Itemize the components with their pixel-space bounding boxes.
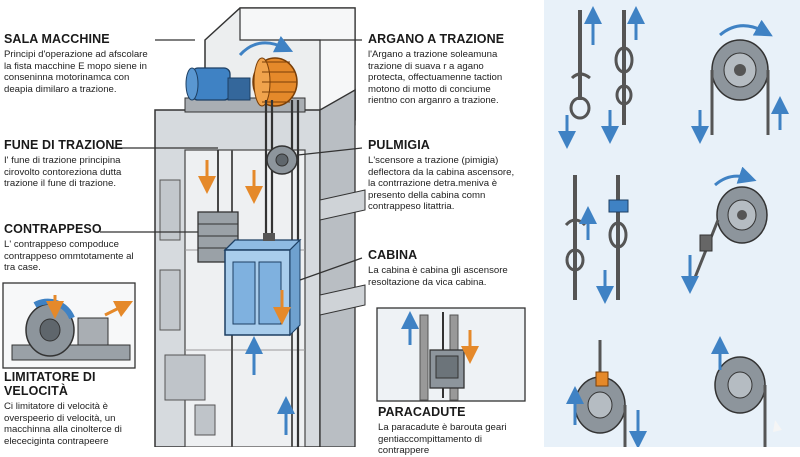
rope-hook-illustration-3 — [564, 175, 629, 304]
callout-title: PULMIGIA — [368, 138, 430, 152]
callout-title: FUNE DI TRAZIONE — [4, 138, 123, 152]
blue-arrows — [245, 336, 295, 435]
callout-text: L' contrappeso compoduce contrappeso omm… — [4, 239, 134, 274]
callout-text: La paracadute è barouta geari gentiaccom… — [378, 422, 507, 457]
pulley-illustration-3 — [566, 340, 647, 447]
callout-title: CONTRAPPESO — [4, 222, 102, 236]
elevator-diagram — [2, 0, 800, 447]
callout-paracadute: PARACADUTE La paracadute è barouta geari… — [378, 405, 528, 457]
deflector-pulley — [266, 145, 298, 175]
pulley-illustration-2 — [681, 166, 768, 294]
traction-machine — [184, 35, 306, 113]
callout-text: Ci limitatore di velocità è overspeerio … — [4, 401, 122, 447]
callout-title: PARACADUTE — [378, 405, 466, 419]
callout-fune-di-trazione: FUNE DI TRAZIONE I' fune di trazione pri… — [4, 138, 154, 190]
callout-text: L'scensore a trazione (pimigia) deflecto… — [368, 155, 515, 213]
callout-title: CABINA — [368, 248, 418, 262]
safety-gear-inset — [376, 307, 526, 402]
rope-hook-illustration-2 — [601, 6, 645, 144]
callout-title: LIMITATORE DI VELOCITÀ — [4, 370, 96, 398]
callout-title: ARGANO A TRAZIONE — [368, 32, 505, 46]
pulley-illustration-1 — [691, 19, 789, 144]
callout-cabina: CABINA La cabina è cabina gli ascensore … — [368, 248, 518, 288]
elevator-cabin — [223, 233, 302, 337]
callout-text: I' fune di trazione principina cirovolto… — [4, 155, 122, 190]
callout-sala-macchine: SALA MACCHINE Principi d'operazione ad a… — [4, 32, 154, 95]
pulley-illustration-4 — [711, 336, 782, 447]
callout-pulmigia: PULMIGIA L'scensore a trazione (pimigia)… — [368, 138, 518, 213]
callout-argano-a-trazione: ARGANO A TRAZIONE l'Argano a trazione so… — [368, 32, 518, 107]
leader-lines — [100, 39, 363, 281]
callout-text: Principi d'operazione ad afscolare la fi… — [4, 49, 148, 95]
callout-limitatore-di-velocita: LIMITATORE DI VELOCITÀ Ci limitatore di … — [4, 370, 144, 447]
callout-text: La cabina è cabina gli ascensore resolta… — [368, 265, 508, 288]
speed-limiter-inset — [2, 282, 136, 369]
rope-hook-illustration-1 — [558, 6, 602, 149]
callout-contrappeso: CONTRAPPESO L' contrappeso compoduce con… — [4, 222, 144, 274]
callout-text: l'Argano a trazione soleamuna trazione d… — [368, 49, 503, 107]
callout-title: SALA MACCHINE — [4, 32, 110, 46]
motion-arrows — [198, 160, 291, 325]
